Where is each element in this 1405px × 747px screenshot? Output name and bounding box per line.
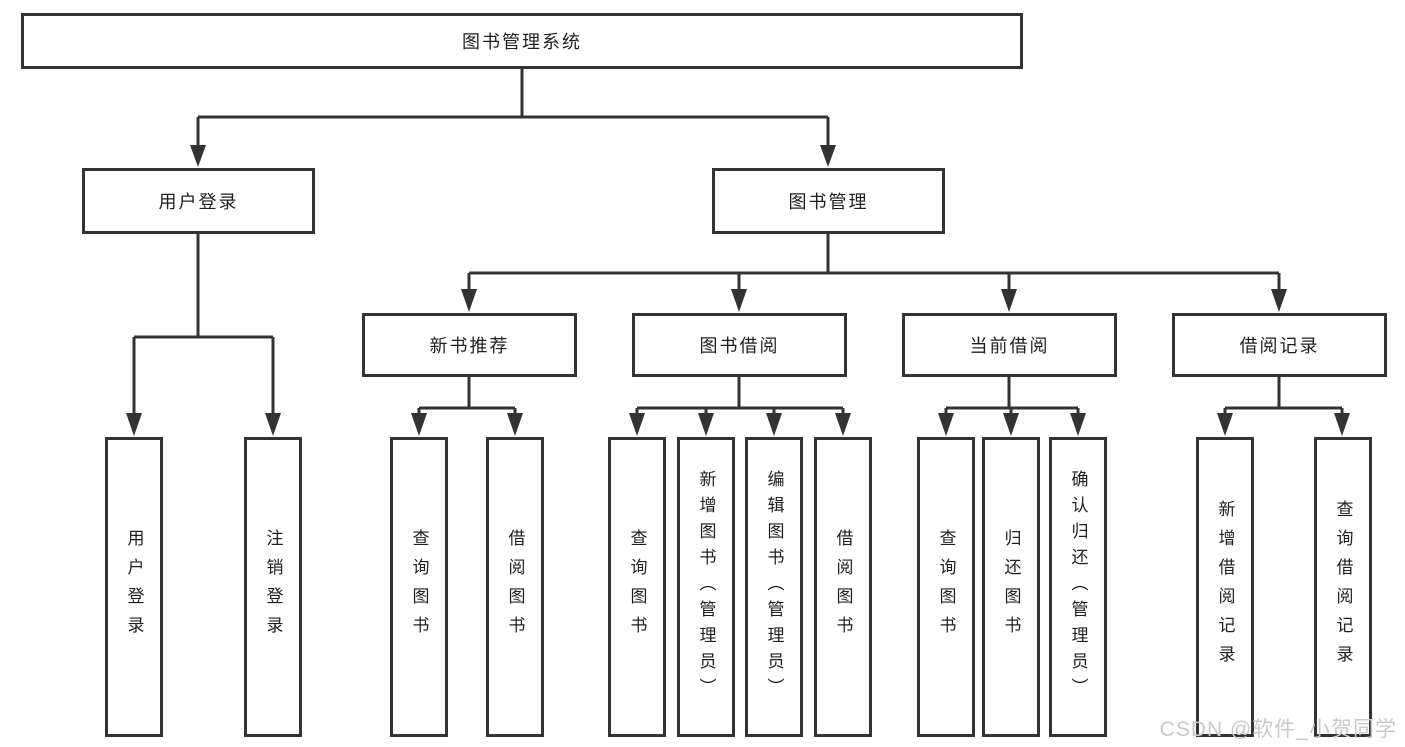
node-leaf-cb-return-book: 归还图书 xyxy=(982,437,1040,737)
node-current-borrowing: 当前借阅 xyxy=(902,313,1117,377)
node-new-book-recommend: 新书推荐 xyxy=(362,313,577,377)
node-leaf-nbr-borrow-book: 借阅图书 xyxy=(486,437,544,737)
node-leaf-bb-add-book-label: 新增图书（管理员） xyxy=(696,470,716,704)
node-user-login: 用户登录 xyxy=(82,168,315,234)
node-current-borrowing-label: 当前借阅 xyxy=(969,336,1050,356)
connector-borrowing-records-branch xyxy=(1217,377,1350,436)
node-leaf-bb-borrow-book-label: 借阅图书 xyxy=(833,529,853,645)
connector-user-login-branch xyxy=(126,234,281,436)
node-library-system-label: 图书管理系统 xyxy=(462,32,582,52)
node-leaf-cb-confirm-return: 确认归还（管理员） xyxy=(1049,437,1107,737)
node-leaf-logout-label: 注销登录 xyxy=(263,529,283,645)
connector-root-branch xyxy=(190,69,836,167)
node-leaf-logout: 注销登录 xyxy=(244,437,302,737)
node-leaf-bb-edit-book-label: 编辑图书（管理员） xyxy=(764,470,784,704)
node-book-borrowing-label: 图书借阅 xyxy=(699,336,780,356)
node-leaf-nbr-query-book: 查询图书 xyxy=(390,437,448,737)
node-leaf-bb-edit-book: 编辑图书（管理员） xyxy=(745,437,803,737)
node-leaf-bb-query-book-label: 查询图书 xyxy=(627,529,647,645)
node-leaf-br-add-record: 新增借阅记录 xyxy=(1196,437,1254,737)
connector-book-borrowing-branch xyxy=(629,377,851,436)
node-book-management-label: 图书管理 xyxy=(788,192,869,212)
node-leaf-nbr-query-book-label: 查询图书 xyxy=(409,529,429,645)
connector-current-borrowing-branch xyxy=(938,377,1086,436)
node-leaf-br-query-record: 查询借阅记录 xyxy=(1314,437,1372,737)
node-leaf-br-add-record-label: 新增借阅记录 xyxy=(1215,500,1235,674)
node-leaf-nbr-borrow-book-label: 借阅图书 xyxy=(505,529,525,645)
node-leaf-cb-return-book-label: 归还图书 xyxy=(1001,529,1021,645)
connector-book-management-branch xyxy=(461,234,1287,312)
node-book-borrowing: 图书借阅 xyxy=(632,313,847,377)
node-leaf-bb-borrow-book: 借阅图书 xyxy=(814,437,872,737)
node-leaf-cb-confirm-return-label: 确认归还（管理员） xyxy=(1068,470,1088,704)
node-leaf-user-login: 用户登录 xyxy=(105,437,163,737)
node-leaf-bb-query-book: 查询图书 xyxy=(608,437,666,737)
node-leaf-cb-query-book-label: 查询图书 xyxy=(936,529,956,645)
node-new-book-recommend-label: 新书推荐 xyxy=(429,336,510,356)
node-leaf-bb-add-book: 新增图书（管理员） xyxy=(677,437,735,737)
node-leaf-br-query-record-label: 查询借阅记录 xyxy=(1333,500,1353,674)
connector-new-book-recommend-branch xyxy=(411,377,523,436)
node-leaf-user-login-label: 用户登录 xyxy=(124,529,144,645)
node-user-login-label: 用户登录 xyxy=(158,192,239,212)
node-borrowing-records: 借阅记录 xyxy=(1172,313,1387,377)
node-borrowing-records-label: 借阅记录 xyxy=(1239,336,1320,356)
node-book-management: 图书管理 xyxy=(712,168,945,234)
csdn-watermark: CSDN @软件_小贺同学 xyxy=(1159,718,1397,741)
node-leaf-cb-query-book: 查询图书 xyxy=(917,437,975,737)
node-library-system: 图书管理系统 xyxy=(21,13,1023,69)
